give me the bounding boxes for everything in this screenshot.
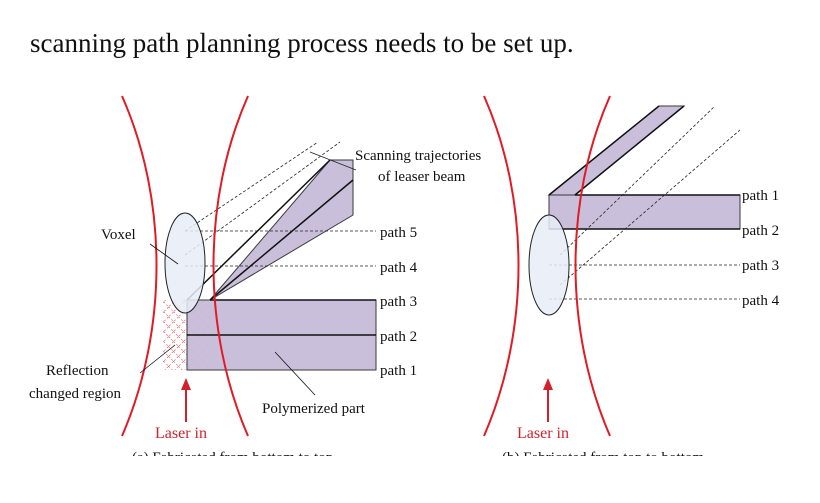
heading-text: scanning path planning process needs to … xyxy=(30,28,574,58)
polymerized-diagonal xyxy=(187,159,354,301)
reflection-label-1: Reflection xyxy=(46,363,109,379)
path-label-b-3: path 3 xyxy=(742,258,779,274)
path-label-b-4: path 4 xyxy=(742,293,780,309)
polymerized-label: Polymerized part xyxy=(262,401,366,417)
path-label-b-1: path 1 xyxy=(742,188,779,204)
lens-curve-right-a xyxy=(212,95,249,437)
label-box-top-a xyxy=(268,90,392,142)
path-label-a-1: path 1 xyxy=(380,363,417,379)
lens-curve-left-a xyxy=(121,95,158,437)
path-label-a-5: path 5 xyxy=(380,225,417,241)
laser-arrow-b xyxy=(543,378,553,390)
laser-arrow-a xyxy=(181,378,191,390)
polymerized-diagonal-b xyxy=(547,105,686,196)
bottom-crop xyxy=(0,456,820,498)
reflection-label-2: changed region xyxy=(29,386,122,402)
lens-curve-right-b xyxy=(574,95,611,437)
path-label-a-3: path 3 xyxy=(380,294,417,310)
trajectories-label-1: Scanning trajectories xyxy=(355,148,481,164)
voxel-ellipse-b xyxy=(528,214,570,316)
voxel-label: Voxel xyxy=(101,227,136,243)
voxel-ellipse xyxy=(164,212,206,314)
label-box-top-b xyxy=(628,90,788,106)
trajectories-label-2: of leaser beam xyxy=(378,169,466,185)
path-label-box-b xyxy=(740,126,790,322)
laser-label-b: Laser in xyxy=(517,425,569,442)
panel-a: Voxel Scanning trajectories of leaser be… xyxy=(29,90,501,466)
path-label-a-4: path 4 xyxy=(380,260,418,276)
laser-label-a: Laser in xyxy=(155,425,207,442)
panel-b: path 1 path 2 path 3 path 4 Laser in (b)… xyxy=(483,90,790,466)
lens-curve-left-b xyxy=(483,95,520,437)
path-label-a-2: path 2 xyxy=(380,329,417,345)
path-label-box-a xyxy=(376,206,501,392)
path-label-b-2: path 2 xyxy=(742,223,779,239)
